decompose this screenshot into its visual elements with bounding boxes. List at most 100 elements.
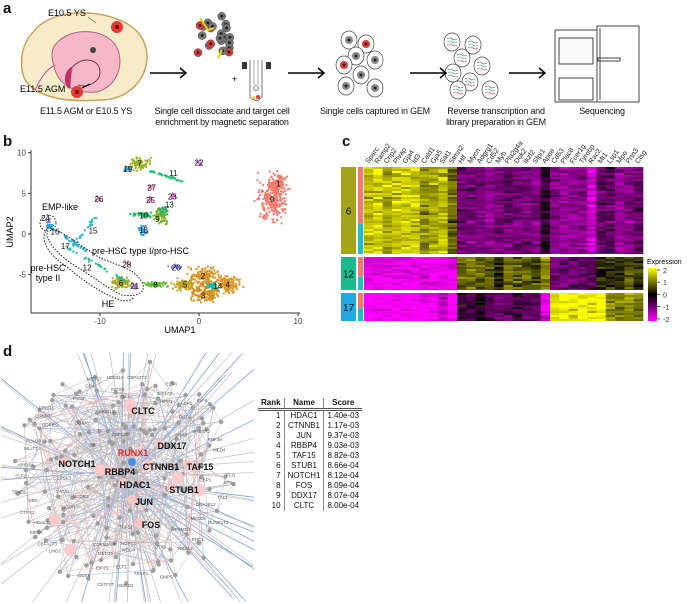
heatmap-cell [447, 195, 458, 197]
heatmap-cell [605, 197, 616, 199]
umap-point-cluster-10 [149, 216, 152, 219]
heatmap-cell [410, 275, 421, 277]
umap-point-cluster-24 [45, 218, 48, 221]
heatmap-cell [596, 277, 607, 279]
network-edge [24, 370, 124, 426]
heatmap-cell [447, 199, 458, 201]
heatmap-cell [503, 259, 514, 261]
umap-point-cluster-2 [204, 272, 207, 275]
network-edge [61, 443, 113, 540]
heatmap-cell [531, 257, 541, 259]
heatmap-cell [633, 215, 644, 217]
heatmap-cell [512, 219, 523, 221]
heatmap-cell [587, 221, 597, 223]
network-edge [67, 557, 77, 576]
umap-point-cluster-3 [212, 291, 215, 294]
heatmap-cell [605, 307, 616, 309]
heatmap-cell [382, 251, 393, 253]
heatmap-cell [419, 191, 430, 193]
cdna-strand [484, 88, 496, 92]
heatmap-cell [382, 217, 393, 219]
heatmap-cell [494, 203, 504, 205]
heatmap-cell [373, 249, 383, 251]
heatmap-cell [550, 213, 560, 215]
gene-node-label: EIF1A2 [157, 391, 173, 396]
heatmap-cell [494, 189, 504, 191]
heatmap-cell [475, 221, 486, 223]
umap-point-cluster-8 [158, 284, 162, 287]
heatmap-cell [484, 273, 495, 275]
heatmap-cell [615, 261, 625, 263]
heatmap-cell [605, 173, 616, 175]
heatmap-cell [438, 285, 448, 287]
heatmap-cell [522, 275, 532, 277]
heatmap-cell [401, 239, 411, 241]
network-edge [61, 441, 110, 458]
heatmap-cell [391, 173, 402, 175]
network-node [141, 428, 146, 433]
heatmap-cell [447, 221, 458, 223]
heatmap-cell [466, 261, 476, 263]
heatmap-cell [419, 295, 430, 297]
heatmap-cell [540, 235, 551, 237]
heatmap-cell [577, 311, 588, 313]
heatmap-cell [373, 215, 383, 217]
heatmap-cell [429, 315, 439, 317]
heatmap-cell [438, 179, 448, 181]
heatmap-cell [447, 277, 458, 279]
heatmap-cell [410, 209, 421, 211]
heatmap-cell [484, 243, 495, 245]
heatmap-cell [605, 211, 616, 213]
umap-point-cluster-14 [206, 283, 209, 286]
heatmap-cell [364, 209, 374, 211]
heatmap-cell [475, 189, 486, 191]
heatmap-cell [373, 179, 383, 181]
gene-node-label: CTPS1 [20, 510, 35, 515]
heatmap-cell [559, 191, 569, 193]
umap-point-cluster-7 [147, 158, 150, 161]
umap-point-cluster-4 [228, 277, 231, 280]
heatmap-cell [466, 173, 476, 175]
heatmap-cell [466, 311, 476, 313]
heatmap-cell [484, 265, 495, 267]
heatmap-cell [438, 175, 448, 177]
heatmap-cell [559, 187, 569, 189]
heatmap-cell [494, 197, 504, 199]
network-node [186, 550, 191, 555]
heatmap-cell [494, 303, 504, 305]
heatmap-cell [596, 181, 607, 183]
heatmap-cell [633, 183, 644, 185]
heatmap-cell [596, 173, 607, 175]
heatmap-cell [429, 225, 439, 227]
heatmap-cell [484, 175, 495, 177]
umap-point-cluster-12 [122, 278, 125, 281]
gene-node-label: NR4A2 [178, 546, 193, 551]
heatmap-cell [633, 269, 644, 271]
heatmap-cell [373, 173, 383, 175]
cdna-strand [447, 71, 459, 75]
network-edge [114, 394, 186, 414]
heatmap-cell [494, 315, 504, 317]
umap-point-cluster-14 [205, 285, 208, 288]
heatmap-cell [373, 167, 383, 169]
heatmap-cell [382, 265, 393, 267]
heatmap-cell [466, 305, 476, 307]
heatmap-cell [401, 219, 411, 221]
cluster-label: 27 [147, 184, 156, 193]
umap-point-cluster-13 [163, 206, 166, 209]
cdna-strand [464, 80, 476, 84]
gene-label: Id3 [411, 153, 422, 165]
heatmap-cell [577, 227, 588, 229]
heatmap-cell [577, 287, 588, 289]
network-node [51, 392, 56, 398]
heatmap-cell [475, 279, 486, 281]
heatmap-cell [401, 197, 411, 199]
heatmap-cell [494, 279, 504, 281]
heatmap-cell [382, 277, 393, 279]
heatmap-cell [615, 201, 625, 203]
heatmap-cell [577, 213, 588, 215]
umap-point-cluster-18 [142, 233, 145, 237]
heatmap-cell [540, 257, 551, 259]
umap-point-cluster-0 [268, 197, 271, 200]
umap-point-cluster-12 [97, 264, 100, 267]
